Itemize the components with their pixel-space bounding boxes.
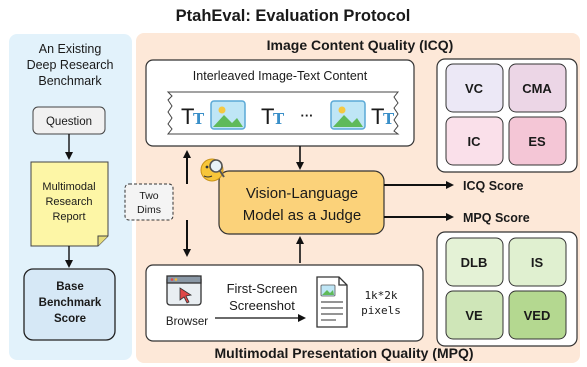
judge-box xyxy=(218,170,385,235)
base-score-line2: Benchmark xyxy=(39,297,102,309)
text-glyph-icon: T T xyxy=(371,104,395,129)
benchmark-heading-line3: Benchmark xyxy=(38,74,102,88)
mpq-metric-dlb: DLB xyxy=(445,237,504,287)
base-score-line1: Base xyxy=(56,281,84,293)
svg-text:VC: VC xyxy=(465,81,484,96)
text-glyph-icon: T T xyxy=(261,104,285,129)
two-dims-line1: Two xyxy=(139,190,158,202)
screenshot-label-line2: Screenshot xyxy=(229,298,295,313)
svg-text:T: T xyxy=(261,104,274,129)
pixels-line1: 1k*2k xyxy=(364,289,397,302)
benchmark-heading-line2: Deep Research xyxy=(27,58,114,72)
report-label-line2: Research xyxy=(45,196,92,208)
report-label-line3: Report xyxy=(52,211,85,223)
svg-text:IS: IS xyxy=(531,255,544,270)
screenshot-box xyxy=(145,264,424,342)
page-title: PtahEval: Evaluation Protocol xyxy=(176,7,411,25)
report-label-line1: Multimodal xyxy=(42,181,95,193)
icq-metric-cma: CMA xyxy=(508,63,567,113)
benchmark-heading-line1: An Existing xyxy=(39,42,102,56)
judge-line1: Vision-Language xyxy=(246,185,358,202)
inspector-face-icon xyxy=(200,158,225,182)
report-page-fold xyxy=(97,235,108,246)
base-score-line3: Score xyxy=(54,313,86,325)
icq-metric-ic: IC xyxy=(445,116,504,166)
mpq-metric-ve: VE xyxy=(445,290,504,340)
image-icon xyxy=(210,100,246,130)
svg-text:T: T xyxy=(371,104,384,129)
screenshot-label-line1: First-Screen xyxy=(227,281,298,296)
svg-text:T: T xyxy=(181,104,194,129)
two-dims-line2: Dims xyxy=(137,204,161,216)
browser-icon xyxy=(166,275,202,306)
two-dims-box xyxy=(124,183,174,221)
svg-text:T: T xyxy=(193,110,205,128)
icq-heading: Image Content Quality (ICQ) xyxy=(267,37,454,53)
svg-text:CMA: CMA xyxy=(522,81,552,96)
ellipsis: ··· xyxy=(301,108,314,123)
base-score-box xyxy=(23,268,116,341)
svg-text:T: T xyxy=(273,110,285,128)
icq-score-label: ICQ Score xyxy=(463,179,523,193)
icq-metric-vc: VC xyxy=(445,63,504,113)
text-glyph-icon: T T xyxy=(181,104,205,129)
svg-text:DLB: DLB xyxy=(461,255,488,270)
mpq-metric-ved: VED xyxy=(508,290,567,340)
judge-line2: Model as a Judge xyxy=(243,207,361,224)
icq-metric-es: ES xyxy=(508,116,567,166)
browser-label: Browser xyxy=(166,316,208,328)
mpq-heading: Multimodal Presentation Quality (MPQ) xyxy=(214,345,473,361)
svg-text:T: T xyxy=(383,110,395,128)
image-icon xyxy=(330,100,366,130)
pixels-line2: pixels xyxy=(361,304,401,317)
interleaved-content-title: Interleaved Image-Text Content xyxy=(193,69,368,83)
mpq-score-label: MPQ Score xyxy=(463,211,530,225)
svg-text:IC: IC xyxy=(468,134,482,149)
screenshot-document-icon xyxy=(316,276,348,328)
svg-text:VED: VED xyxy=(524,308,551,323)
mpq-metric-is: IS xyxy=(508,237,567,287)
svg-text:ES: ES xyxy=(528,134,546,149)
question-label: Question xyxy=(46,116,92,128)
svg-text:VE: VE xyxy=(465,308,483,323)
